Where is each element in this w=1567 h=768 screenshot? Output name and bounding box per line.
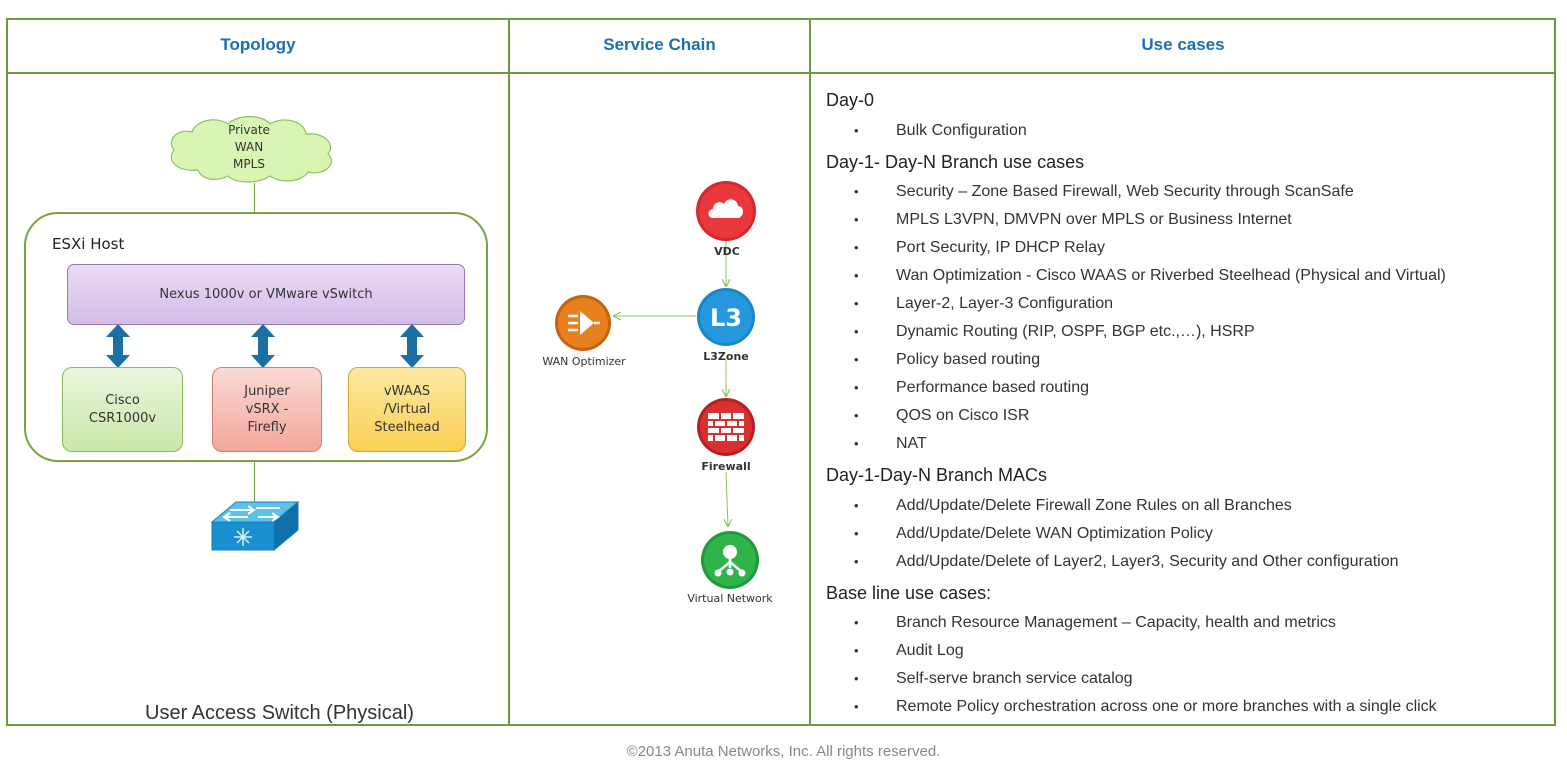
list-item: •Bulk Configuration xyxy=(854,122,1027,139)
list-item: •Wan Optimization - Cisco WAAS or Riverb… xyxy=(854,267,1446,284)
user-access-switch-label: User Access Switch (Physical) xyxy=(145,702,414,724)
list-item: •Add/Update/Delete of Layer2, Layer3, Se… xyxy=(854,553,1399,570)
list-item: •Add/Update/Delete WAN Optimization Poli… xyxy=(854,525,1213,542)
virtual-network-icon xyxy=(701,531,759,589)
l3zone-label: L3Zone xyxy=(703,350,749,363)
vswitch-box: Nexus 1000v or VMware vSwitch xyxy=(67,264,465,325)
column-divider-1 xyxy=(508,18,510,726)
list-item: •Security – Zone Based Firewall, Web Sec… xyxy=(854,183,1354,200)
cloud-host-connector xyxy=(254,183,255,213)
l3-glyph: L3 xyxy=(710,304,742,332)
list-item: •NAT xyxy=(854,435,927,452)
vdc-cloud-icon xyxy=(696,181,756,241)
list-item: •Self-serve branch service catalog xyxy=(854,670,1133,687)
firewall-icon xyxy=(697,398,755,456)
network-switch-icon xyxy=(210,500,300,552)
list-item: •MPLS L3VPN, DMVPN over MPLS or Business… xyxy=(854,211,1292,228)
wan-optimizer-icon xyxy=(555,295,611,351)
vm-cisco-csr1000v: Cisco CSR1000v xyxy=(62,367,183,452)
double-arrow-icon xyxy=(251,324,275,368)
header-topology: Topology xyxy=(220,35,296,54)
column-divider-2 xyxy=(809,18,811,726)
uc-heading-day0: Day-0 xyxy=(826,90,875,110)
list-item: •Dynamic Routing (RIP, OSPF, BGP etc.,…)… xyxy=(854,323,1255,340)
uc-heading-branch-macs: Day-1-Day-N Branch MACs xyxy=(826,465,1048,485)
list-item: •QOS on Cisco ISR xyxy=(854,407,1030,424)
list-item: •Port Security, IP DHCP Relay xyxy=(854,239,1105,256)
vm-juniper-vsrx: Juniper vSRX - Firefly xyxy=(212,367,322,452)
esxi-host-label: ESXi Host xyxy=(52,235,125,253)
list-item: •Policy based routing xyxy=(854,351,1041,368)
list-item: •Performance based routing xyxy=(854,379,1089,396)
list-item: •Branch Resource Management – Capacity, … xyxy=(854,614,1336,631)
virtual-network-label: Virtual Network xyxy=(687,592,773,605)
uc-heading-baseline: Base line use cases: xyxy=(826,583,992,603)
host-switch-connector xyxy=(254,462,255,502)
header-use-cases: Use cases xyxy=(1141,35,1225,54)
double-arrow-icon xyxy=(106,324,130,368)
cloud-icon xyxy=(170,115,332,183)
wan-optimizer-label: WAN Optimizer xyxy=(542,355,626,368)
header-divider xyxy=(6,72,1556,74)
table-frame xyxy=(6,18,1556,726)
vm-vwaas-steelhead: vWAAS /Virtual Steelhead xyxy=(348,367,466,452)
list-item: •Add/Update/Delete Firewall Zone Rules o… xyxy=(854,497,1292,514)
list-item: •Audit Log xyxy=(854,642,964,659)
list-item: •Remote Policy orchestration across one … xyxy=(854,698,1437,715)
esxi-host-container xyxy=(24,212,488,462)
copyright-footer: ©2013 Anuta Networks, Inc. All rights re… xyxy=(626,743,941,760)
double-arrow-icon xyxy=(400,324,424,368)
service-chain-connectors xyxy=(510,238,809,726)
uc-heading-day1-dayn: Day-1- Day-N Branch use cases xyxy=(826,152,1085,172)
l3zone-icon: L3 xyxy=(697,288,755,346)
cloud-label: Private WAN MPLS xyxy=(228,123,270,171)
vdc-label: VDC xyxy=(714,245,740,258)
header-service-chain: Service Chain xyxy=(603,35,716,54)
list-item: •Layer-2, Layer-3 Configuration xyxy=(854,295,1114,312)
firewall-label: Firewall xyxy=(701,460,751,473)
